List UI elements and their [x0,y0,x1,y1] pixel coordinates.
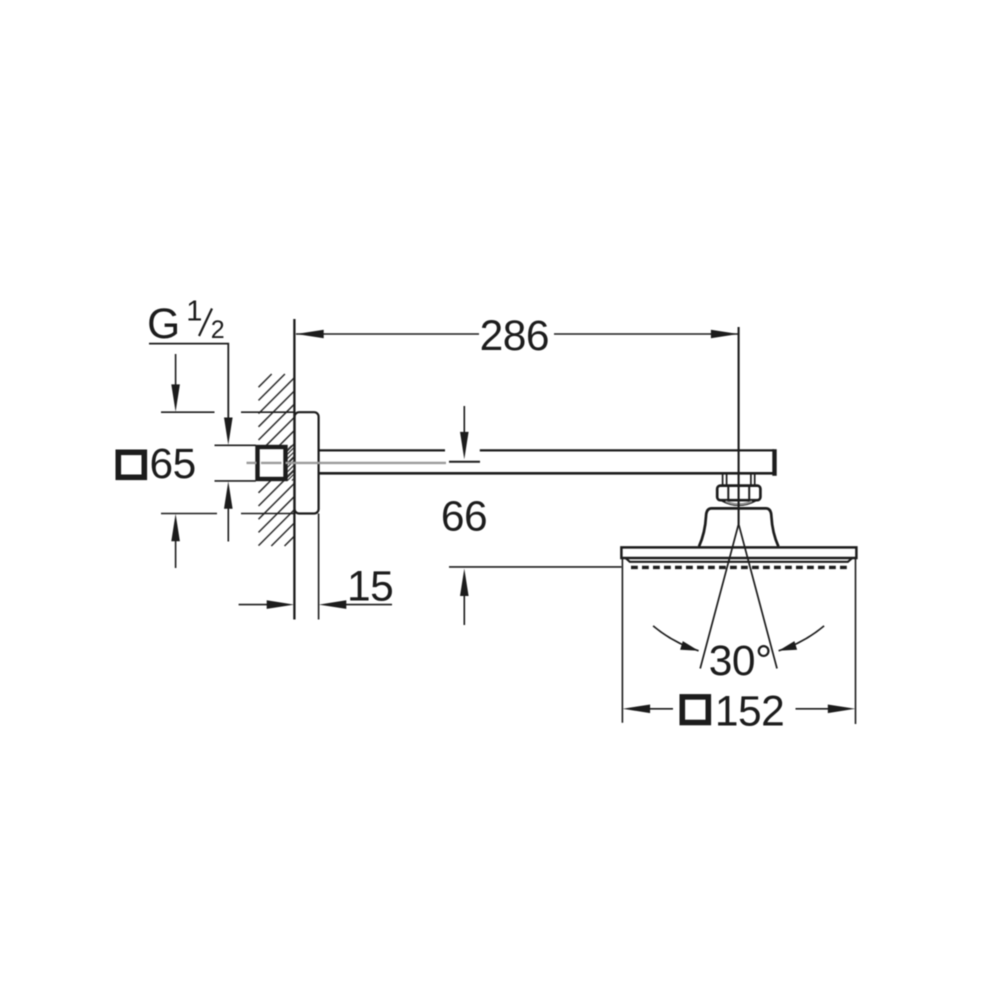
svg-text:66: 66 [441,493,487,540]
svg-text:2: 2 [211,316,225,344]
svg-text:286: 286 [480,313,549,360]
svg-text:15: 15 [347,564,393,611]
svg-text:152: 152 [715,688,784,735]
svg-text:30°: 30° [709,638,772,685]
svg-text:65: 65 [150,441,196,488]
svg-text:1: 1 [186,296,202,328]
svg-text:G: G [147,301,180,348]
